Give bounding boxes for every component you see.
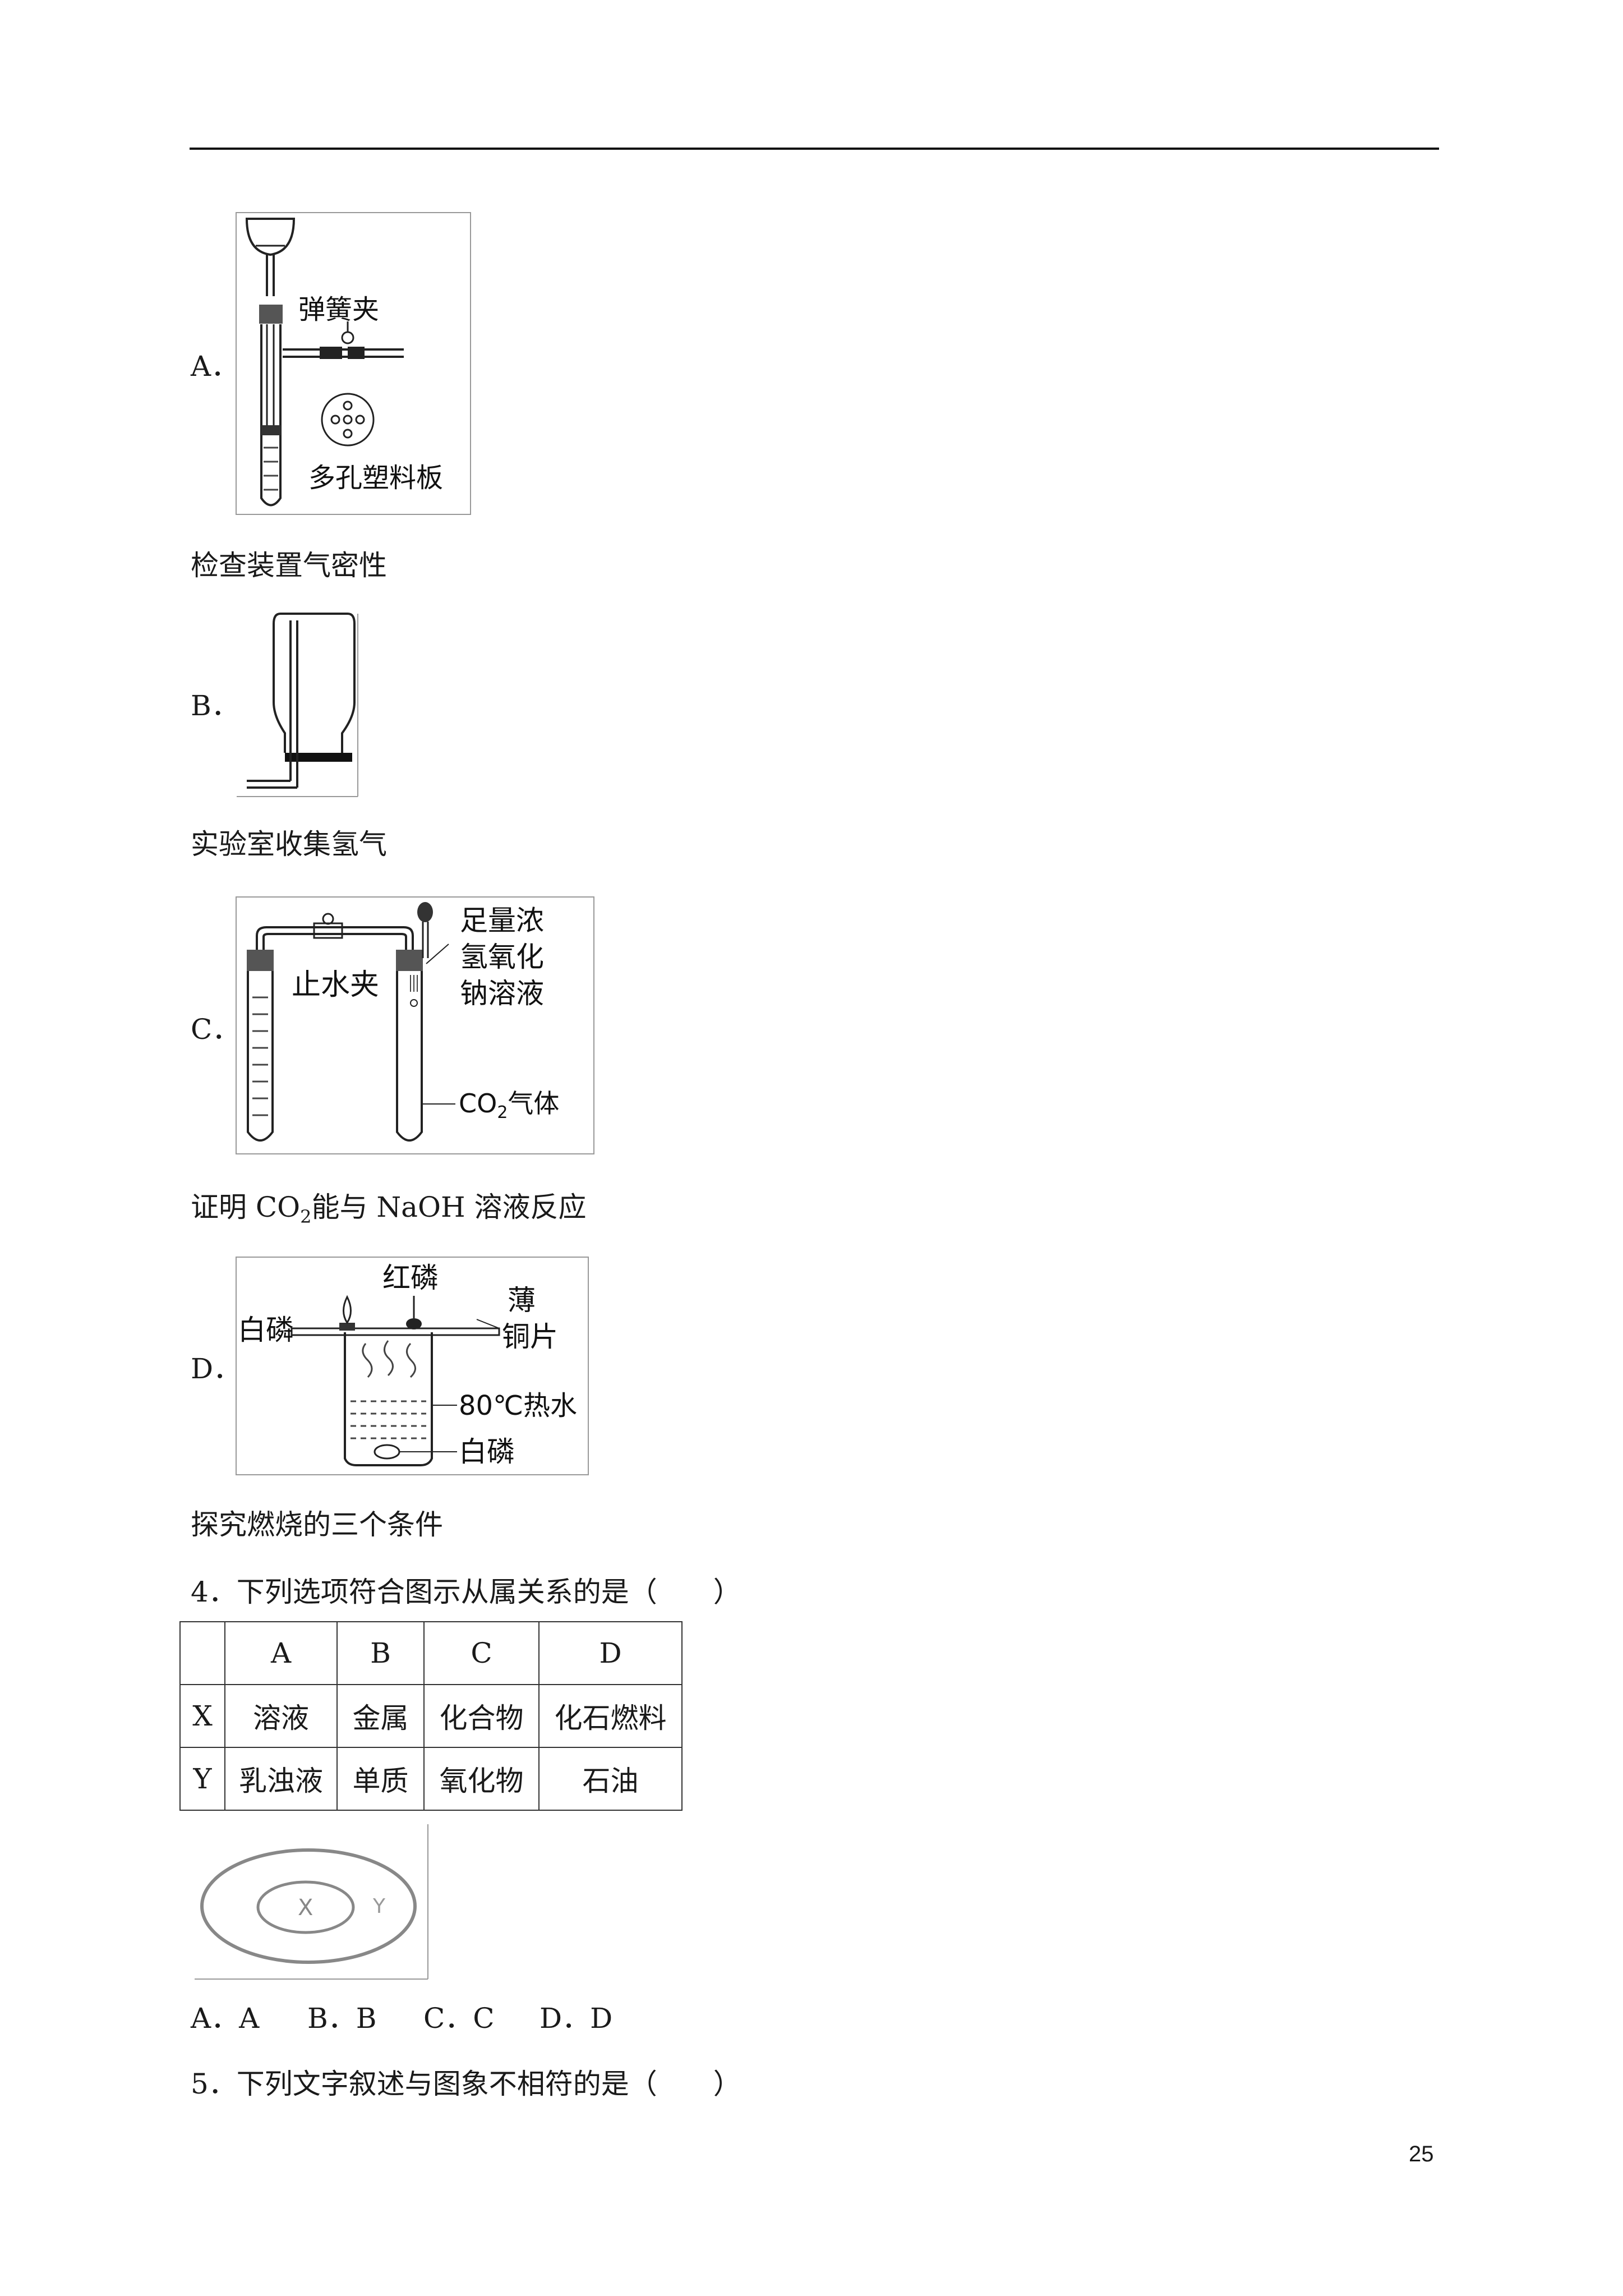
- option-a-figure: 弹簧夹 多孔塑料板: [236, 212, 471, 515]
- diagram-label-x: X: [298, 1895, 313, 1921]
- option-b-figure: [236, 613, 359, 798]
- table-row: A B C D: [179, 1621, 683, 1685]
- table-cell: 化石燃料: [538, 1684, 683, 1748]
- table-cell: A: [224, 1621, 338, 1685]
- diagram-label-y: Y: [372, 1895, 386, 1918]
- option-c-caption: 证明 CO2能与 NaOH 溶液反应: [191, 1191, 587, 1227]
- q5-stem: 5．下列文字叙述与图象不相符的是（ ）: [191, 2068, 741, 2100]
- option-b-caption: 实验室收集氢气: [191, 828, 387, 861]
- q4-choice-b[interactable]: B．B: [307, 2002, 377, 2035]
- table-cell: [179, 1621, 225, 1685]
- label-white-phosphorus-bottom: 白磷: [459, 1435, 515, 1468]
- q4-nested-ovals-diagram: X Y: [193, 1823, 429, 1980]
- label-thin: 薄: [508, 1284, 536, 1317]
- option-c-figure: 止水夹 足量浓 氢氧化 钠溶液 CO2气体: [236, 896, 594, 1154]
- page-number: 25: [1409, 2142, 1434, 2166]
- table-cell: 石油: [538, 1747, 683, 1811]
- table-cell: Y: [179, 1747, 225, 1811]
- label-red-phosphorus: 红磷: [382, 1262, 439, 1294]
- option-d-caption: 探究燃烧的三个条件: [191, 1508, 443, 1541]
- option-a-caption: 检查装置气密性: [191, 549, 387, 582]
- q4-stem: 4．下列选项符合图示从属关系的是（ ）: [191, 1576, 741, 1608]
- label-spring-clamp: 弹簧夹: [298, 294, 379, 325]
- header-rule: [190, 148, 1439, 150]
- table-cell: X: [179, 1684, 225, 1748]
- table-cell: B: [336, 1621, 425, 1685]
- label-water-stop-clamp: 止水夹: [292, 968, 379, 1002]
- q4-choice-c[interactable]: C．C: [423, 2002, 495, 2035]
- label-naoh-line3: 钠溶液: [460, 977, 544, 1010]
- table-cell: 氧化物: [423, 1747, 540, 1811]
- label-hot-water: 80℃热水: [459, 1390, 577, 1421]
- table-row: Y 乳浊液 单质 氧化物 石油: [179, 1747, 683, 1811]
- label-porous-plate: 多孔塑料板: [308, 462, 443, 494]
- option-a-letter: A．: [191, 350, 239, 383]
- label-white-phosphorus-top: 白磷: [238, 1314, 294, 1346]
- q4-choice-a[interactable]: A．A: [191, 2002, 260, 2035]
- label-copper-sheet: 铜片: [502, 1320, 558, 1353]
- q4-table: A B C D X 溶液 金属 化合物 化石燃料 Y 乳浊液 单质 氧化物 石油: [179, 1621, 683, 1811]
- table-cell: 溶液: [224, 1684, 338, 1748]
- table-cell: 化合物: [423, 1684, 540, 1748]
- table-cell: 金属: [336, 1684, 425, 1748]
- table-cell: C: [423, 1621, 540, 1685]
- label-naoh-line2: 氢氧化: [460, 941, 544, 973]
- option-b-letter: B．: [191, 689, 239, 722]
- table-cell: D: [538, 1621, 683, 1685]
- label-excess-conc: 足量浓: [460, 904, 544, 937]
- q4-choice-d[interactable]: D．D: [540, 2002, 613, 2035]
- table-cell: 单质: [336, 1747, 425, 1811]
- table-row: X 溶液 金属 化合物 化石燃料: [179, 1684, 683, 1748]
- table-cell: 乳浊液: [224, 1747, 338, 1811]
- option-d-letter: D．: [191, 1352, 242, 1385]
- option-c-letter: C．: [191, 1013, 241, 1046]
- label-co2-gas: CO2气体: [459, 1088, 559, 1122]
- option-d-figure: 红磷 白磷 薄 铜片 80℃热水 白磷: [236, 1257, 589, 1475]
